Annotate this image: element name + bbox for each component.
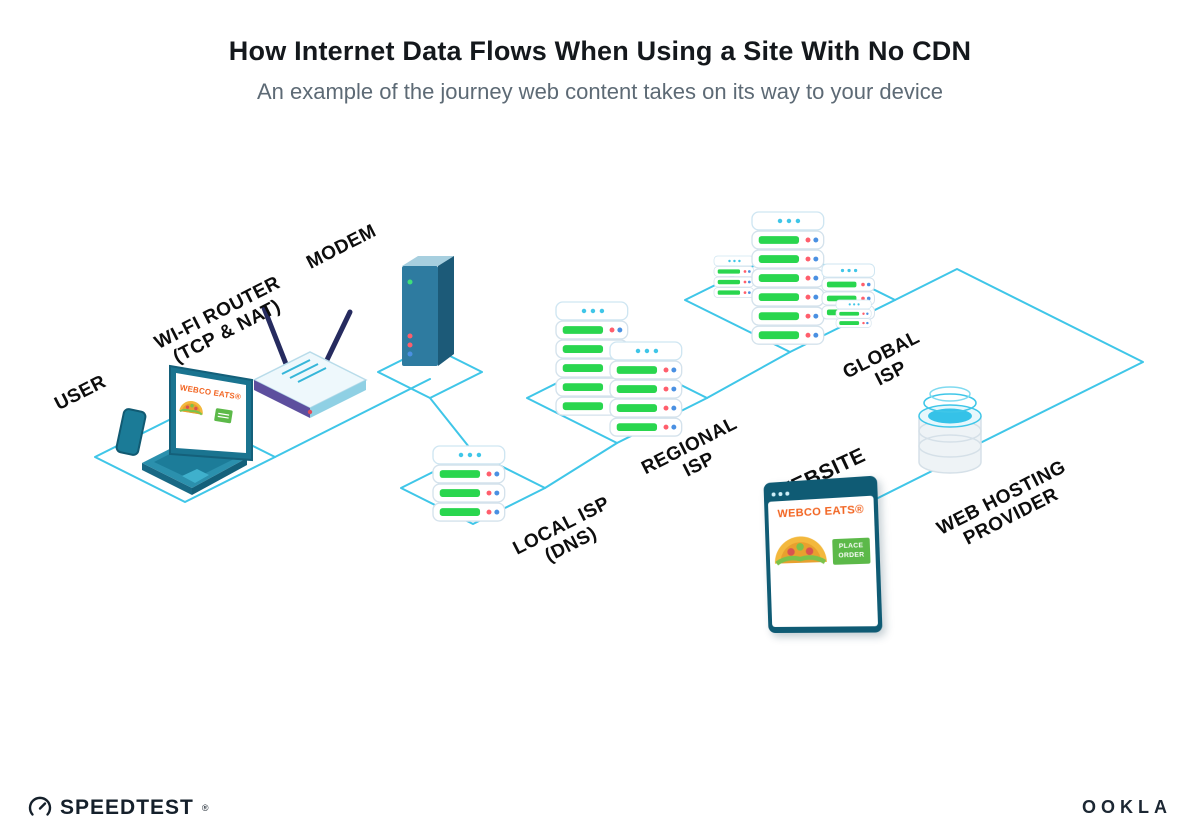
browser-dot-icon [785, 490, 790, 496]
speedtest-gauge-icon [28, 796, 52, 816]
speedtest-wordmark: SPEEDTEST [60, 796, 194, 819]
user-laptop-icon: WEBCO EATS® [115, 364, 253, 495]
browser-dot-icon [778, 491, 783, 496]
phone-icon [115, 408, 147, 456]
browser-dot-icon [771, 491, 776, 497]
page-subtitle: An example of the journey web content ta… [256, 79, 944, 104]
localisp-platform-line [400, 451, 546, 525]
speedtest-logo: SPEEDTEST ® [28, 796, 209, 820]
web-hosting-database-icon [918, 386, 982, 474]
ookla-logo: OOKLA [1082, 797, 1172, 817]
wifi-router-icon [252, 305, 368, 418]
taco-icon [774, 535, 827, 566]
website-window: WEBCO EATS® PLACE ORDER [763, 475, 883, 634]
global-to-hosting-line [894, 268, 1144, 459]
registered-mark: ® [201, 803, 209, 813]
website-page: WEBCO EATS® PLACE ORDER [767, 495, 879, 627]
global-isp-servers-icon [713, 211, 875, 345]
local-isp-servers-icon [432, 445, 506, 522]
header: How Internet Data Flows When Using a Sit… [0, 36, 1200, 105]
localisp-to-regional-line [544, 442, 618, 489]
regional-to-global-line [706, 351, 791, 399]
modem-to-localisp-line [429, 397, 474, 453]
page-title: How Internet Data Flows When Using a Sit… [228, 36, 972, 66]
regional-isp-servers-icon [555, 301, 683, 437]
website-brand-text: WEBCO EATS® [777, 503, 865, 521]
place-order-button: PLACE ORDER [832, 537, 871, 565]
user-to-modem-line [274, 378, 431, 458]
modem-label: MODEM [303, 221, 380, 274]
user-label: USER [51, 371, 109, 415]
modem-icon [402, 256, 454, 366]
